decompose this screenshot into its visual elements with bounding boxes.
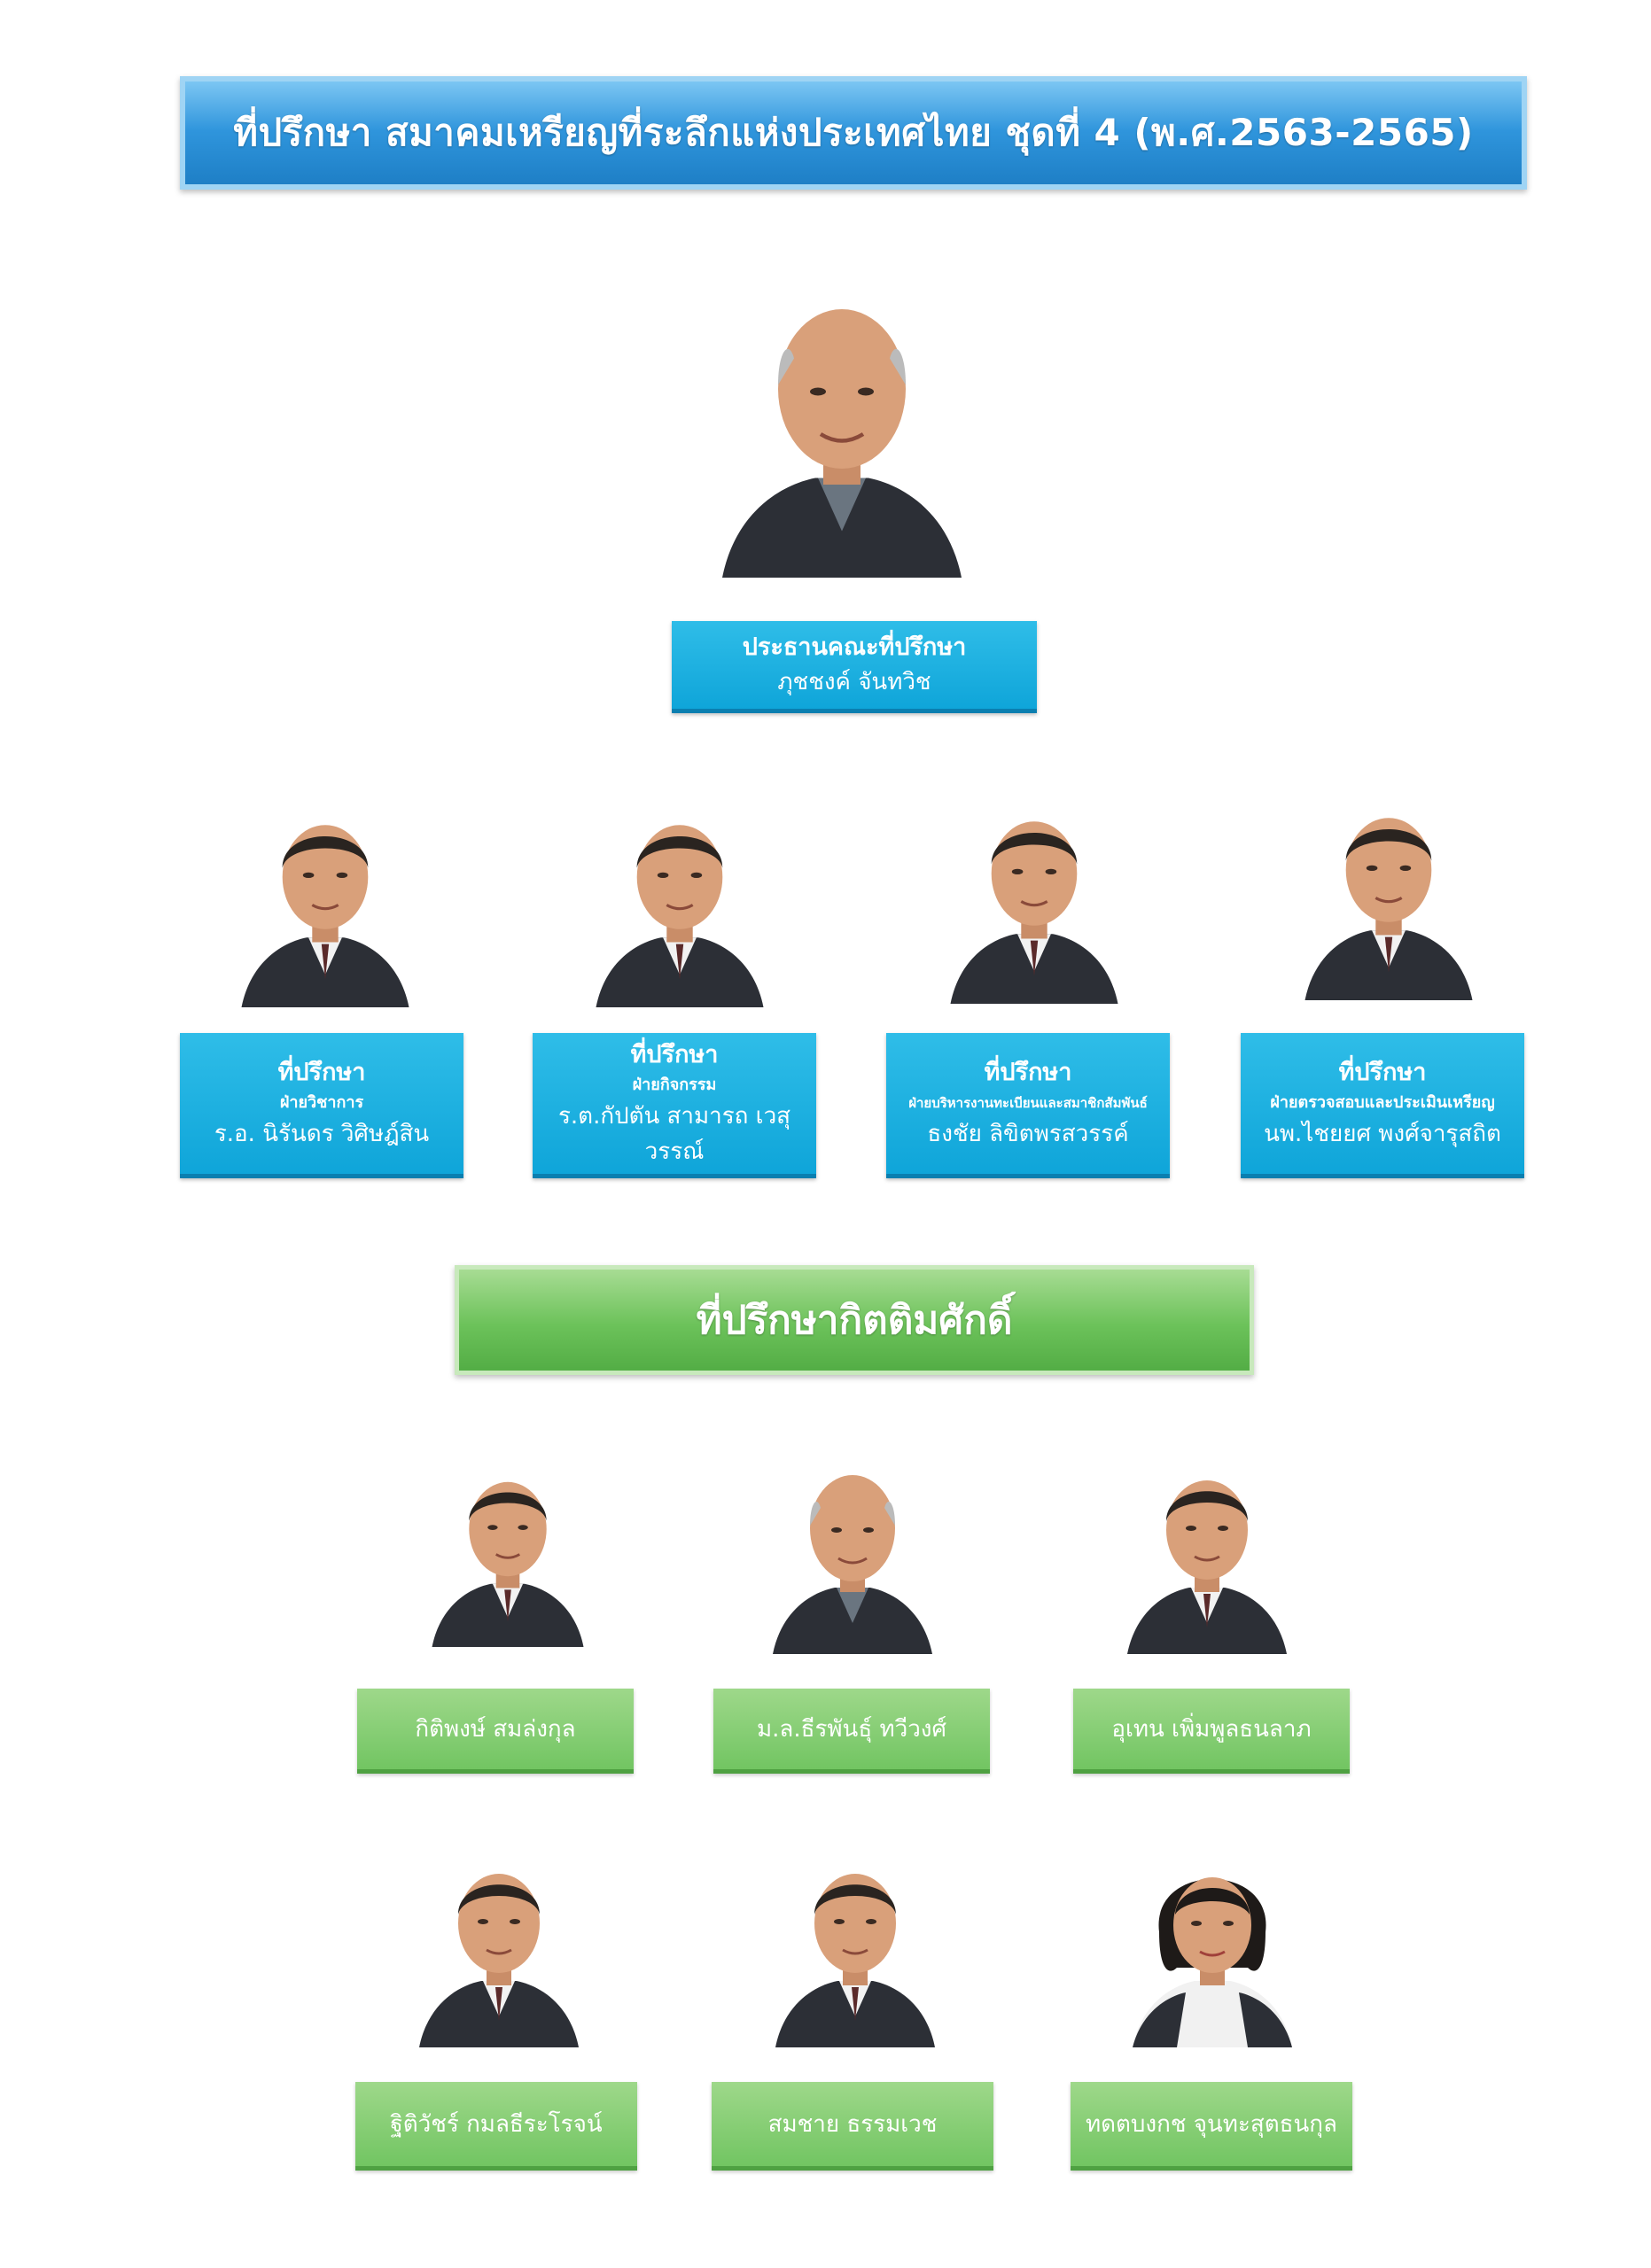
advisor-nameplate-1: ที่ปรึกษา ฝ่ายวิชาการ ร.อ. นิรันดร วิศิษ…: [180, 1033, 463, 1178]
honorary-name: ฐิติวัชร์ กมลธีระโรจน์: [390, 2111, 603, 2138]
honorary-name: ม.ล.ธีรพันธุ์ ทวีวงศ์: [756, 1716, 947, 1743]
honorary-nameplate-1: กิติพงษ์ สมล่งกุล: [357, 1689, 634, 1774]
advisor-dept: ฝ่ายกิจกรรม: [632, 1075, 717, 1094]
advisor-nameplate-2: ที่ปรึกษา ฝ่ายกิจกรรม ร.ต.กัปตัน สามารถ …: [533, 1033, 816, 1178]
advisor-portrait-2: [587, 767, 773, 1024]
advisor-name: ร.ต.กัปตัน สามารถ เวสุวรรณ์: [557, 1102, 791, 1165]
chairman-nameplate: ประธานคณะที่ปรึกษา ภุชชงค์ จันทวิช: [672, 621, 1037, 713]
portrait-image: [1296, 760, 1482, 1017]
portrait-image: [941, 764, 1127, 1021]
advisor-name: นพ.ไชยยศ พงศ์จารุสถิต: [1264, 1120, 1501, 1147]
advisor-portrait-4: [1296, 760, 1482, 1017]
advisor-dept: ฝ่ายบริหารงานทะเบียนและสมาชิกสัมพันธ์: [908, 1094, 1148, 1111]
advisor-nameplate-4: ที่ปรึกษา ฝ่ายตรวจสอบและประเมินเหรียญ นพ…: [1241, 1033, 1524, 1178]
chairman-name: ภุชชงค์ จันทวิช: [777, 668, 931, 695]
advisor-role: ที่ปรึกษา: [630, 1040, 719, 1068]
honorary-name: ทดตบงกช จุนทะสุตธนกุล: [1086, 2111, 1337, 2138]
advisor-nameplate-3: ที่ปรึกษา ฝ่ายบริหารงานทะเบียนและสมาชิกส…: [886, 1033, 1170, 1178]
portrait-image: [767, 1813, 944, 2070]
honorary-portrait-2: [764, 1419, 941, 1676]
honorary-nameplate-3: อุเทน เพิ่มพูลธนลาภ: [1073, 1689, 1350, 1774]
page-title: ที่ปรึกษา สมาคมเหรียญที่ระลึกแห่งประเทศไ…: [233, 111, 1474, 154]
honorary-name: อุเทน เพิ่มพูลธนลาภ: [1111, 1716, 1312, 1743]
honorary-portrait-4: [410, 1813, 588, 2070]
honorary-title-banner: ที่ปรึกษากิตติมศักดิ์: [455, 1265, 1254, 1375]
advisor-portrait-1: [232, 767, 418, 1024]
honorary-nameplate-5: สมชาย ธรรมเวช: [712, 2082, 993, 2171]
portrait-image: [587, 767, 773, 1024]
honorary-portrait-3: [1118, 1419, 1296, 1676]
advisor-dept: ฝ่ายตรวจสอบและประเมินเหรียญ: [1270, 1092, 1495, 1112]
advisor-portrait-3: [941, 764, 1127, 1021]
portrait-image: [424, 1418, 592, 1674]
portrait-image: [410, 1813, 588, 2070]
honorary-nameplate-6: ทดตบงกช จุนทะสุตธนกุล: [1071, 2082, 1352, 2171]
chairman-role: ประธานคณะที่ปรึกษา: [742, 633, 967, 661]
advisor-name: ร.อ. นิรันดร วิศิษฎ์สิน: [214, 1120, 430, 1147]
advisor-dept: ฝ่ายวิชาการ: [279, 1092, 364, 1112]
advisor-role: ที่ปรึกษา: [277, 1058, 366, 1086]
honorary-portrait-1: [424, 1418, 592, 1674]
page-title-banner: ที่ปรึกษา สมาคมเหรียญที่ระลึกแห่งประเทศไ…: [180, 76, 1527, 190]
honorary-nameplate-4: ฐิติวัชร์ กมลธีระโรจน์: [355, 2082, 637, 2171]
portrait-image: [764, 1419, 941, 1676]
advisor-role: ที่ปรึกษา: [1338, 1058, 1427, 1086]
honorary-name: กิติพงษ์ สมล่งกุล: [415, 1716, 576, 1743]
honorary-nameplate-2: ม.ล.ธีรพันธุ์ ทวีวงศ์: [713, 1689, 990, 1774]
portrait-image: [1118, 1419, 1296, 1676]
portrait-image: [232, 767, 418, 1024]
portrait-image: [1124, 1813, 1301, 2070]
honorary-name: สมชาย ธรรมเวช: [767, 2111, 938, 2138]
advisor-role: ที่ปรึกษา: [984, 1058, 1072, 1086]
portrait-image: [709, 232, 975, 604]
honorary-portrait-6: [1124, 1813, 1301, 2070]
chairman-portrait: [709, 232, 975, 604]
honorary-title: ที่ปรึกษากิตติมศักดิ์: [696, 1298, 1013, 1343]
advisor-name: ธงชัย ลิขิตพรสวรรค์: [927, 1120, 1129, 1147]
honorary-portrait-5: [767, 1813, 944, 2070]
